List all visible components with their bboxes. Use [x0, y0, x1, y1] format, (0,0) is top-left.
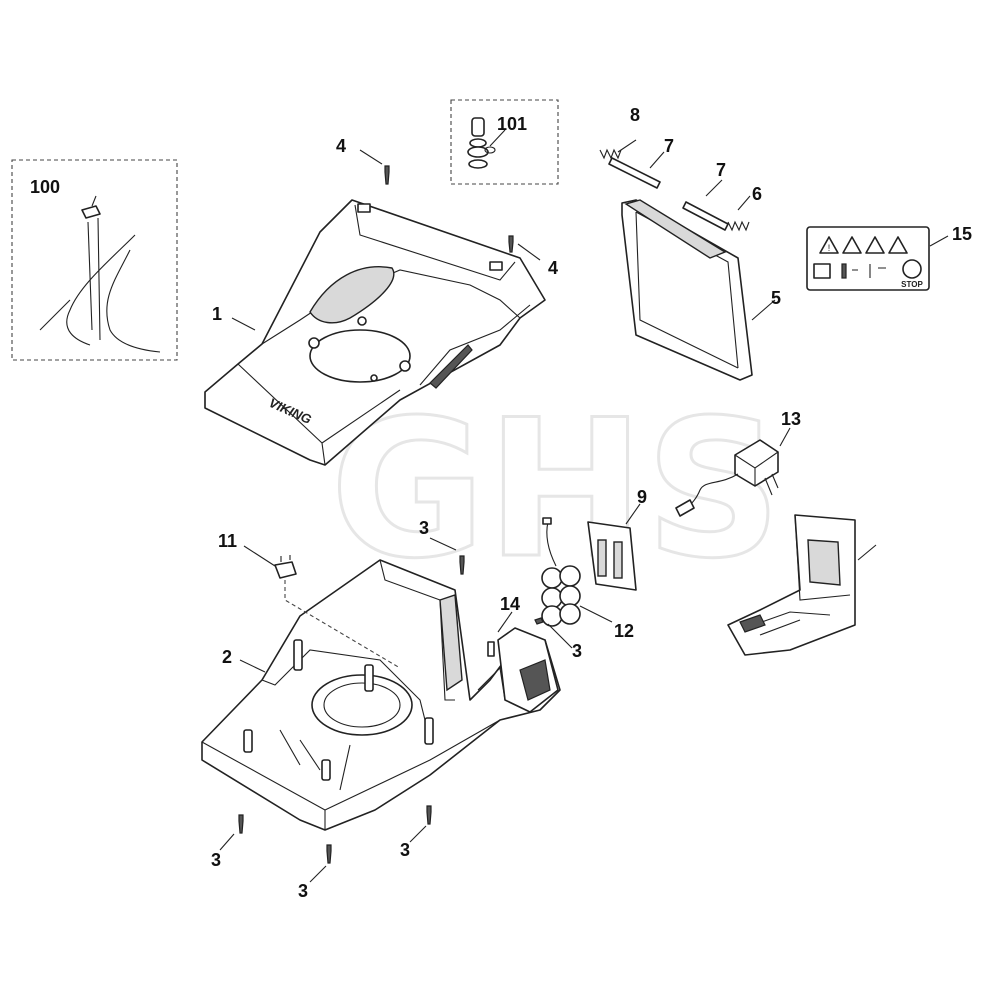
callout-5: 5	[771, 288, 781, 308]
part-8-spring	[599, 148, 622, 160]
screw-3-bottom-left	[238, 814, 244, 834]
callout-12: 12	[614, 621, 634, 641]
screws	[238, 165, 544, 864]
callout-14: 14	[500, 594, 520, 614]
part-14-switch-housing	[477, 627, 559, 713]
callout-9: 9	[637, 487, 647, 507]
inset-detail-101	[450, 99, 559, 185]
part-15-warning-decal: ! STOP	[806, 226, 930, 291]
callout-7-right: 7	[716, 160, 726, 180]
part-11-clip	[274, 555, 401, 669]
inset-detail-100	[11, 159, 178, 361]
callout-3-bottom-mid: 3	[298, 881, 308, 901]
leader-lines	[91, 129, 949, 883]
callout-3-bottom-right: 3	[400, 840, 410, 860]
screw-3-switch	[534, 617, 544, 625]
part-6-spring	[727, 220, 750, 232]
part-1-upper-housing: VIKING	[204, 199, 546, 466]
callout-13: 13	[781, 409, 801, 429]
watermark: GHS	[330, 379, 782, 600]
callout-4-right: 4	[548, 258, 558, 278]
screw-4-top	[384, 165, 390, 185]
screw-3-bottom-mid	[326, 844, 332, 864]
callout-3-switch: 3	[572, 641, 582, 661]
part-2-lower-deck	[201, 559, 561, 831]
part-12-battery-pack	[541, 517, 581, 627]
part-100-plug	[81, 205, 101, 219]
callout-3-upper: 3	[419, 518, 429, 538]
callout-1: 1	[212, 304, 222, 324]
part-9-battery-holder	[587, 521, 637, 591]
callout-15: 15	[952, 224, 972, 244]
housing-vent-recess	[309, 266, 395, 324]
housing-motor-opening	[309, 329, 411, 383]
part-101-key	[471, 117, 485, 137]
screw-4-right	[508, 235, 514, 253]
decal-stop-text: STOP	[901, 280, 923, 289]
callout-7-left: 7	[664, 136, 674, 156]
part-7-hinge-pin-right	[682, 201, 729, 231]
deck-blade-opening	[311, 674, 413, 736]
callout-11: 11	[218, 531, 237, 551]
screw-3-bottom-right	[426, 805, 432, 825]
callout-2: 2	[222, 647, 232, 667]
screw-3-upper	[459, 555, 465, 575]
callout-labels: 1 2 3 3 3 3 3 4 4 5 6 7 7 8 9 11 12 13 1…	[30, 105, 972, 901]
callout-100: 100	[30, 177, 60, 197]
callout-101: 101	[497, 114, 527, 134]
part-7-hinge-pin-left	[608, 157, 661, 189]
svg-text:!: !	[828, 243, 831, 253]
part-5-rear-flap	[621, 199, 753, 381]
callout-3-bottom-left: 3	[211, 850, 221, 870]
callout-4-top: 4	[336, 136, 346, 156]
part-13-charger	[675, 439, 779, 517]
callout-6: 6	[752, 184, 762, 204]
grass-box	[727, 514, 877, 656]
callout-8: 8	[630, 105, 640, 125]
